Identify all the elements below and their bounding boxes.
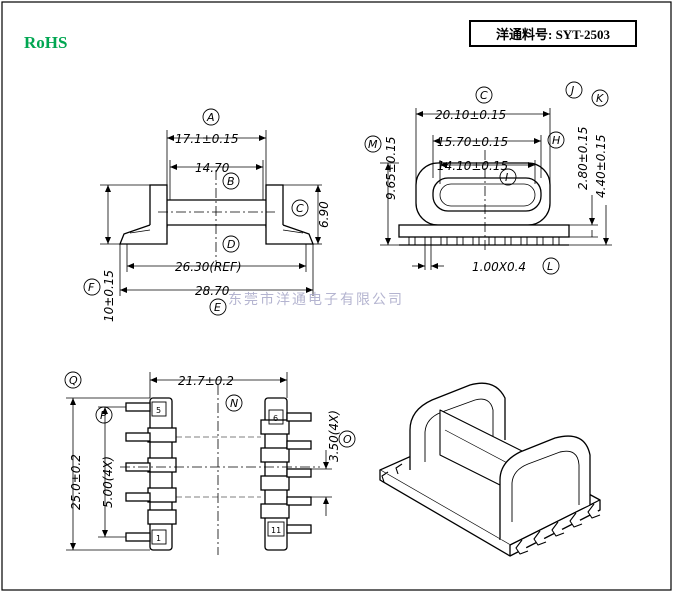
label-q: Q [69, 374, 78, 387]
dim-o-text: 3.50(4X) [327, 410, 341, 462]
dim-a-text: 17.1±0.15 [175, 132, 239, 146]
dim-j-text: 2.80±0.15 [576, 127, 590, 191]
isometric-view [379, 382, 601, 557]
dim-p-text: 5.00(4X) [101, 456, 115, 508]
dim-l-text: 1.00X0.4 [472, 260, 526, 274]
dim-c-side-text: 20.10±0.15 [435, 108, 506, 122]
label-c-front: C [296, 202, 304, 215]
label-m: M [368, 138, 378, 151]
dim-i-text: 14.10±0.15 [437, 159, 508, 173]
label-f: F [88, 281, 95, 294]
pin-6-label: 6 [273, 414, 278, 423]
dim-m-text: 9.65±0.15 [384, 137, 398, 201]
dim-q-text: 25.0±0.2 [69, 454, 83, 510]
label-h: H [552, 134, 560, 147]
label-a: A [206, 111, 215, 124]
label-c-side: C [480, 89, 488, 102]
label-l: L [547, 260, 553, 273]
label-k: K [596, 92, 604, 105]
label-o: O [343, 433, 352, 446]
part-number-box: 洋通料号: SYT-2503 [469, 20, 637, 47]
side-view [364, 81, 612, 275]
rohs-label: RoHS [24, 33, 68, 52]
label-j: J [569, 84, 574, 97]
company-watermark: 东莞市洋通电子有限公司 [228, 292, 404, 308]
dim-h-text: 15.70±0.15 [437, 135, 508, 149]
label-e: E [214, 301, 221, 314]
pin-5-label: 5 [156, 406, 161, 415]
dim-f-text: 10±0.15 [102, 270, 116, 322]
bottom-view [64, 371, 356, 555]
pin-1-label: 1 [156, 534, 161, 543]
label-d: D [227, 238, 235, 251]
dim-e-text: 28.70 [195, 284, 230, 298]
pin-11-label: 11 [271, 526, 281, 535]
label-i: I [505, 171, 508, 184]
front-view [83, 108, 322, 316]
dim-n-text: 21.7±0.2 [178, 374, 234, 388]
dim-d-text: 26.30(REF) [175, 260, 242, 274]
dim-b-text: 14.70 [195, 161, 230, 175]
dim-k-text: 4.40±0.15 [594, 135, 608, 199]
label-p: P [100, 409, 107, 422]
dim-c-front-text: 6.90 [317, 201, 331, 228]
label-n: N [230, 397, 238, 410]
label-b: B [227, 175, 235, 188]
